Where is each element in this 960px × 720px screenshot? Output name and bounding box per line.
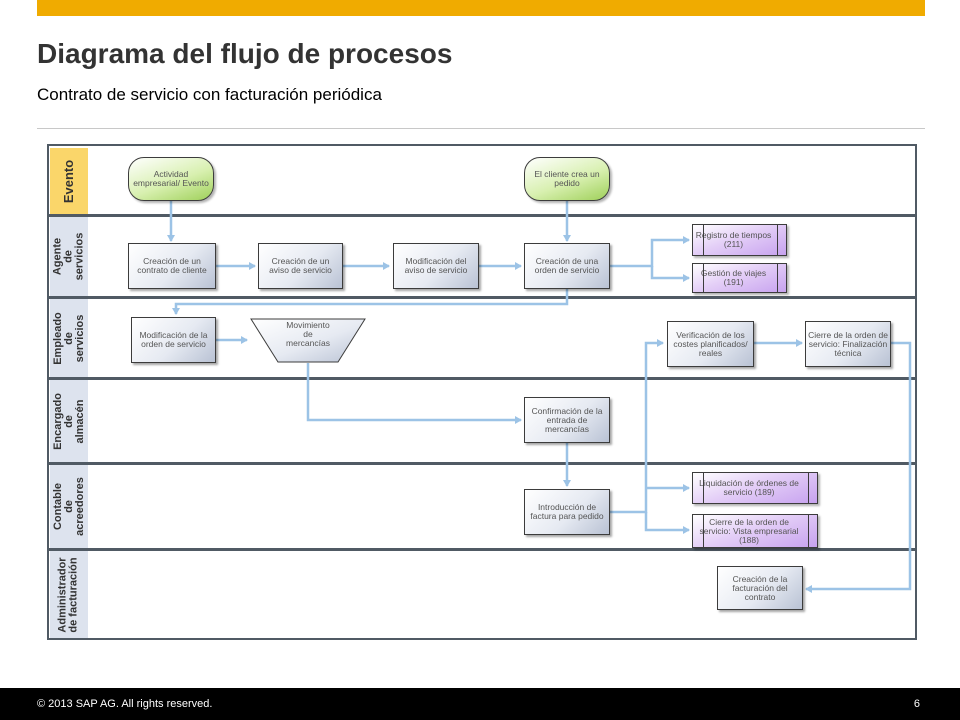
event-cliente-crea-pedido[interactable]: El cliente crea un pedido [524, 157, 610, 201]
subprocess-cierre-orden-empresarial[interactable]: Cierre de la orden de servicio: Vista em… [692, 514, 818, 548]
arrow-orden-to-modificacion-orden [172, 289, 569, 315]
lane-divider [47, 214, 917, 217]
lane-label-encargado: Encargado de almacén [50, 380, 88, 462]
node-label: Introducción de factura para pedido [530, 502, 604, 521]
task-cierre-orden-tecnica[interactable]: Cierre de la orden de servicio: Finaliza… [805, 321, 891, 367]
arrow-orden-to-registro [610, 236, 690, 268]
arrow-cierre-tecnica-to-facturacion [805, 341, 912, 593]
task-modificacion-aviso[interactable]: Modificación del aviso de servicio [393, 243, 479, 289]
node-label: Modificación de la orden de servicio [139, 330, 208, 349]
node-label: Cierre de la orden de servicio: Vista em… [699, 516, 799, 545]
lane-divider [47, 462, 917, 465]
trapezoid-shape [250, 318, 366, 363]
task-creacion-facturacion[interactable]: Creación de la facturación del contrato [717, 566, 803, 610]
title-divider [37, 128, 925, 129]
task-creacion-contrato[interactable]: Creación de un contrato de cliente [128, 243, 216, 289]
lane-label-admin: Administrador de facturación [50, 551, 88, 638]
node-label: Creación de un contrato de cliente [137, 256, 207, 275]
lane-label-empleado: Empleado de servicios [50, 299, 88, 377]
subprocess-gestion-viajes[interactable]: Gestión de viajes (191) [692, 263, 787, 293]
footer-bar: © 2013 SAP AG. All rights reserved. 6 [0, 688, 960, 720]
lane-label-contable: Contable de acreedores [50, 465, 88, 548]
node-label: Registro de tiempos (211) [695, 230, 772, 249]
page-subtitle: Contrato de servicio con facturación per… [37, 85, 382, 104]
lane-divider [47, 548, 917, 551]
node-label: Verificación de los costes planificados/… [673, 329, 748, 358]
task-creacion-orden[interactable]: Creación de una orden de servicio [524, 243, 610, 289]
arrow-orden-to-gestion [650, 266, 690, 282]
node-label: Creación de la facturación del contrato [732, 573, 788, 602]
task-confirmacion-entrada[interactable]: Confirmación de la entrada de mercancías [524, 397, 610, 443]
lane-label-evento: Evento [50, 148, 88, 214]
event-actividad-empresarial[interactable]: Actividad empresarial/ Evento [128, 157, 214, 201]
lane-label-agente: Agente de servicios [50, 217, 88, 296]
arrow-factura-to-cierre-empresarial [644, 512, 690, 534]
node-label: Creación de una orden de servicio [534, 256, 600, 275]
task-creacion-aviso[interactable]: Creación de un aviso de servicio [258, 243, 343, 289]
node-label: Liquidación de órdenes de servicio (189) [699, 478, 799, 497]
swimlane-frame [47, 144, 917, 640]
subprocess-liquidacion-ordenes[interactable]: Liquidación de órdenes de servicio (189) [692, 472, 818, 504]
task-modificacion-orden[interactable]: Modificación de la orden de servicio [131, 317, 216, 363]
node-label: Actividad empresarial/ Evento [133, 169, 209, 188]
task-introduccion-factura[interactable]: Introducción de factura para pedido [524, 489, 610, 535]
node-label: Cierre de la orden de servicio: Finaliza… [808, 329, 888, 358]
node-label: Movimiento de mercancías [286, 320, 330, 348]
arrow-factura-to-verificacion [610, 339, 664, 514]
node-label: Confirmación de la entrada de mercancías [531, 405, 603, 434]
task-verificacion-costes[interactable]: Verificación de los costes planificados/… [667, 321, 754, 367]
copyright-text: © 2013 SAP AG. All rights reserved. [37, 698, 213, 710]
top-accent-bar [37, 0, 925, 16]
subprocess-registro-tiempos[interactable]: Registro de tiempos (211) [692, 224, 787, 256]
manual-movimiento-mercancias[interactable]: Movimiento de mercancías [250, 318, 366, 363]
lane-divider [47, 377, 917, 380]
node-label-wrap: Movimiento de mercancías [250, 318, 366, 363]
node-label: Gestión de viajes (191) [700, 268, 767, 287]
node-label: Creación de un aviso de servicio [269, 256, 332, 275]
node-label: El cliente crea un pedido [534, 169, 600, 188]
page-title: Diagrama del flujo de procesos [37, 38, 453, 69]
node-label: Modificación del aviso de servicio [404, 256, 468, 275]
page-number: 6 [913, 698, 920, 710]
lane-divider [47, 296, 917, 299]
arrow-movimiento-to-confirmacion [306, 363, 522, 424]
